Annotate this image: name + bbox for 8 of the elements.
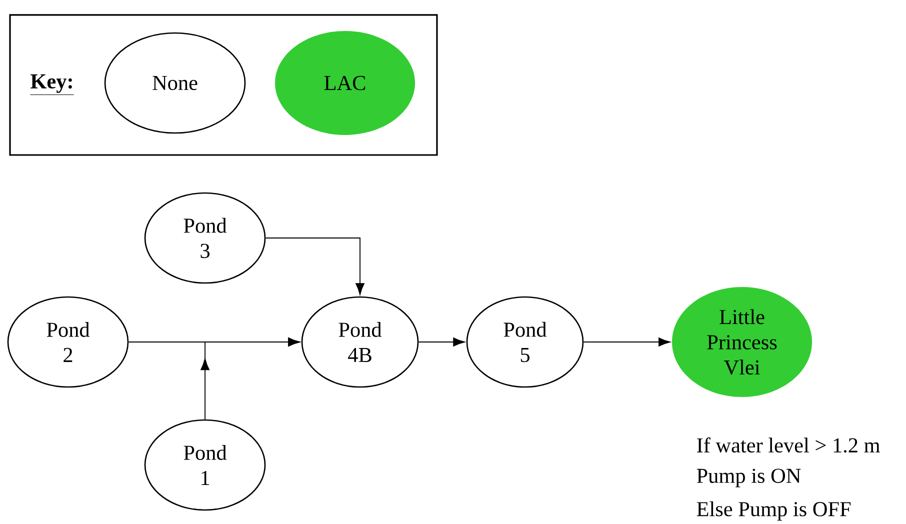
arrow	[200, 338, 300, 420]
arrow	[583, 338, 670, 346]
legend-title: Key:	[30, 74, 74, 96]
arrow	[265, 238, 364, 295]
note-text: If water level > 1.2 m	[697, 437, 880, 453]
note-text: Else Pump is OFF	[696, 501, 851, 521]
note-text: Pump is ON	[696, 468, 801, 488]
arrow	[418, 338, 465, 346]
